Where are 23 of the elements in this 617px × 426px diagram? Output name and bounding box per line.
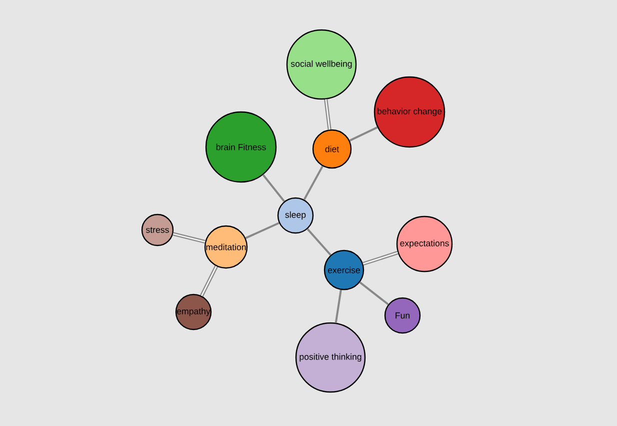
connector-line	[306, 228, 332, 256]
double-line	[324, 99, 332, 130]
circle-node: social wellbeing	[286, 29, 357, 100]
circle-node: positive thinking	[295, 322, 366, 393]
connector-line	[245, 222, 280, 239]
circle-node: behavior change	[374, 76, 446, 148]
circle-node: brain Fitness	[205, 111, 277, 183]
connector-line	[359, 282, 389, 306]
double-line	[362, 250, 398, 266]
connector-line	[262, 174, 286, 202]
double-line	[200, 266, 218, 297]
circle-node: diet	[312, 129, 352, 169]
circle-node: stress	[141, 214, 174, 246]
connector-line	[303, 166, 324, 200]
double-line	[172, 232, 206, 244]
circle-node: sleep	[277, 197, 314, 234]
circle-node: exercise	[324, 250, 364, 290]
circle-node: expectations	[396, 216, 453, 272]
circle-node: meditation	[204, 225, 248, 269]
connector-line	[334, 290, 342, 323]
circle-node: empathy	[175, 294, 212, 330]
connector-line	[349, 126, 378, 142]
circle-node: Fun	[384, 297, 421, 334]
